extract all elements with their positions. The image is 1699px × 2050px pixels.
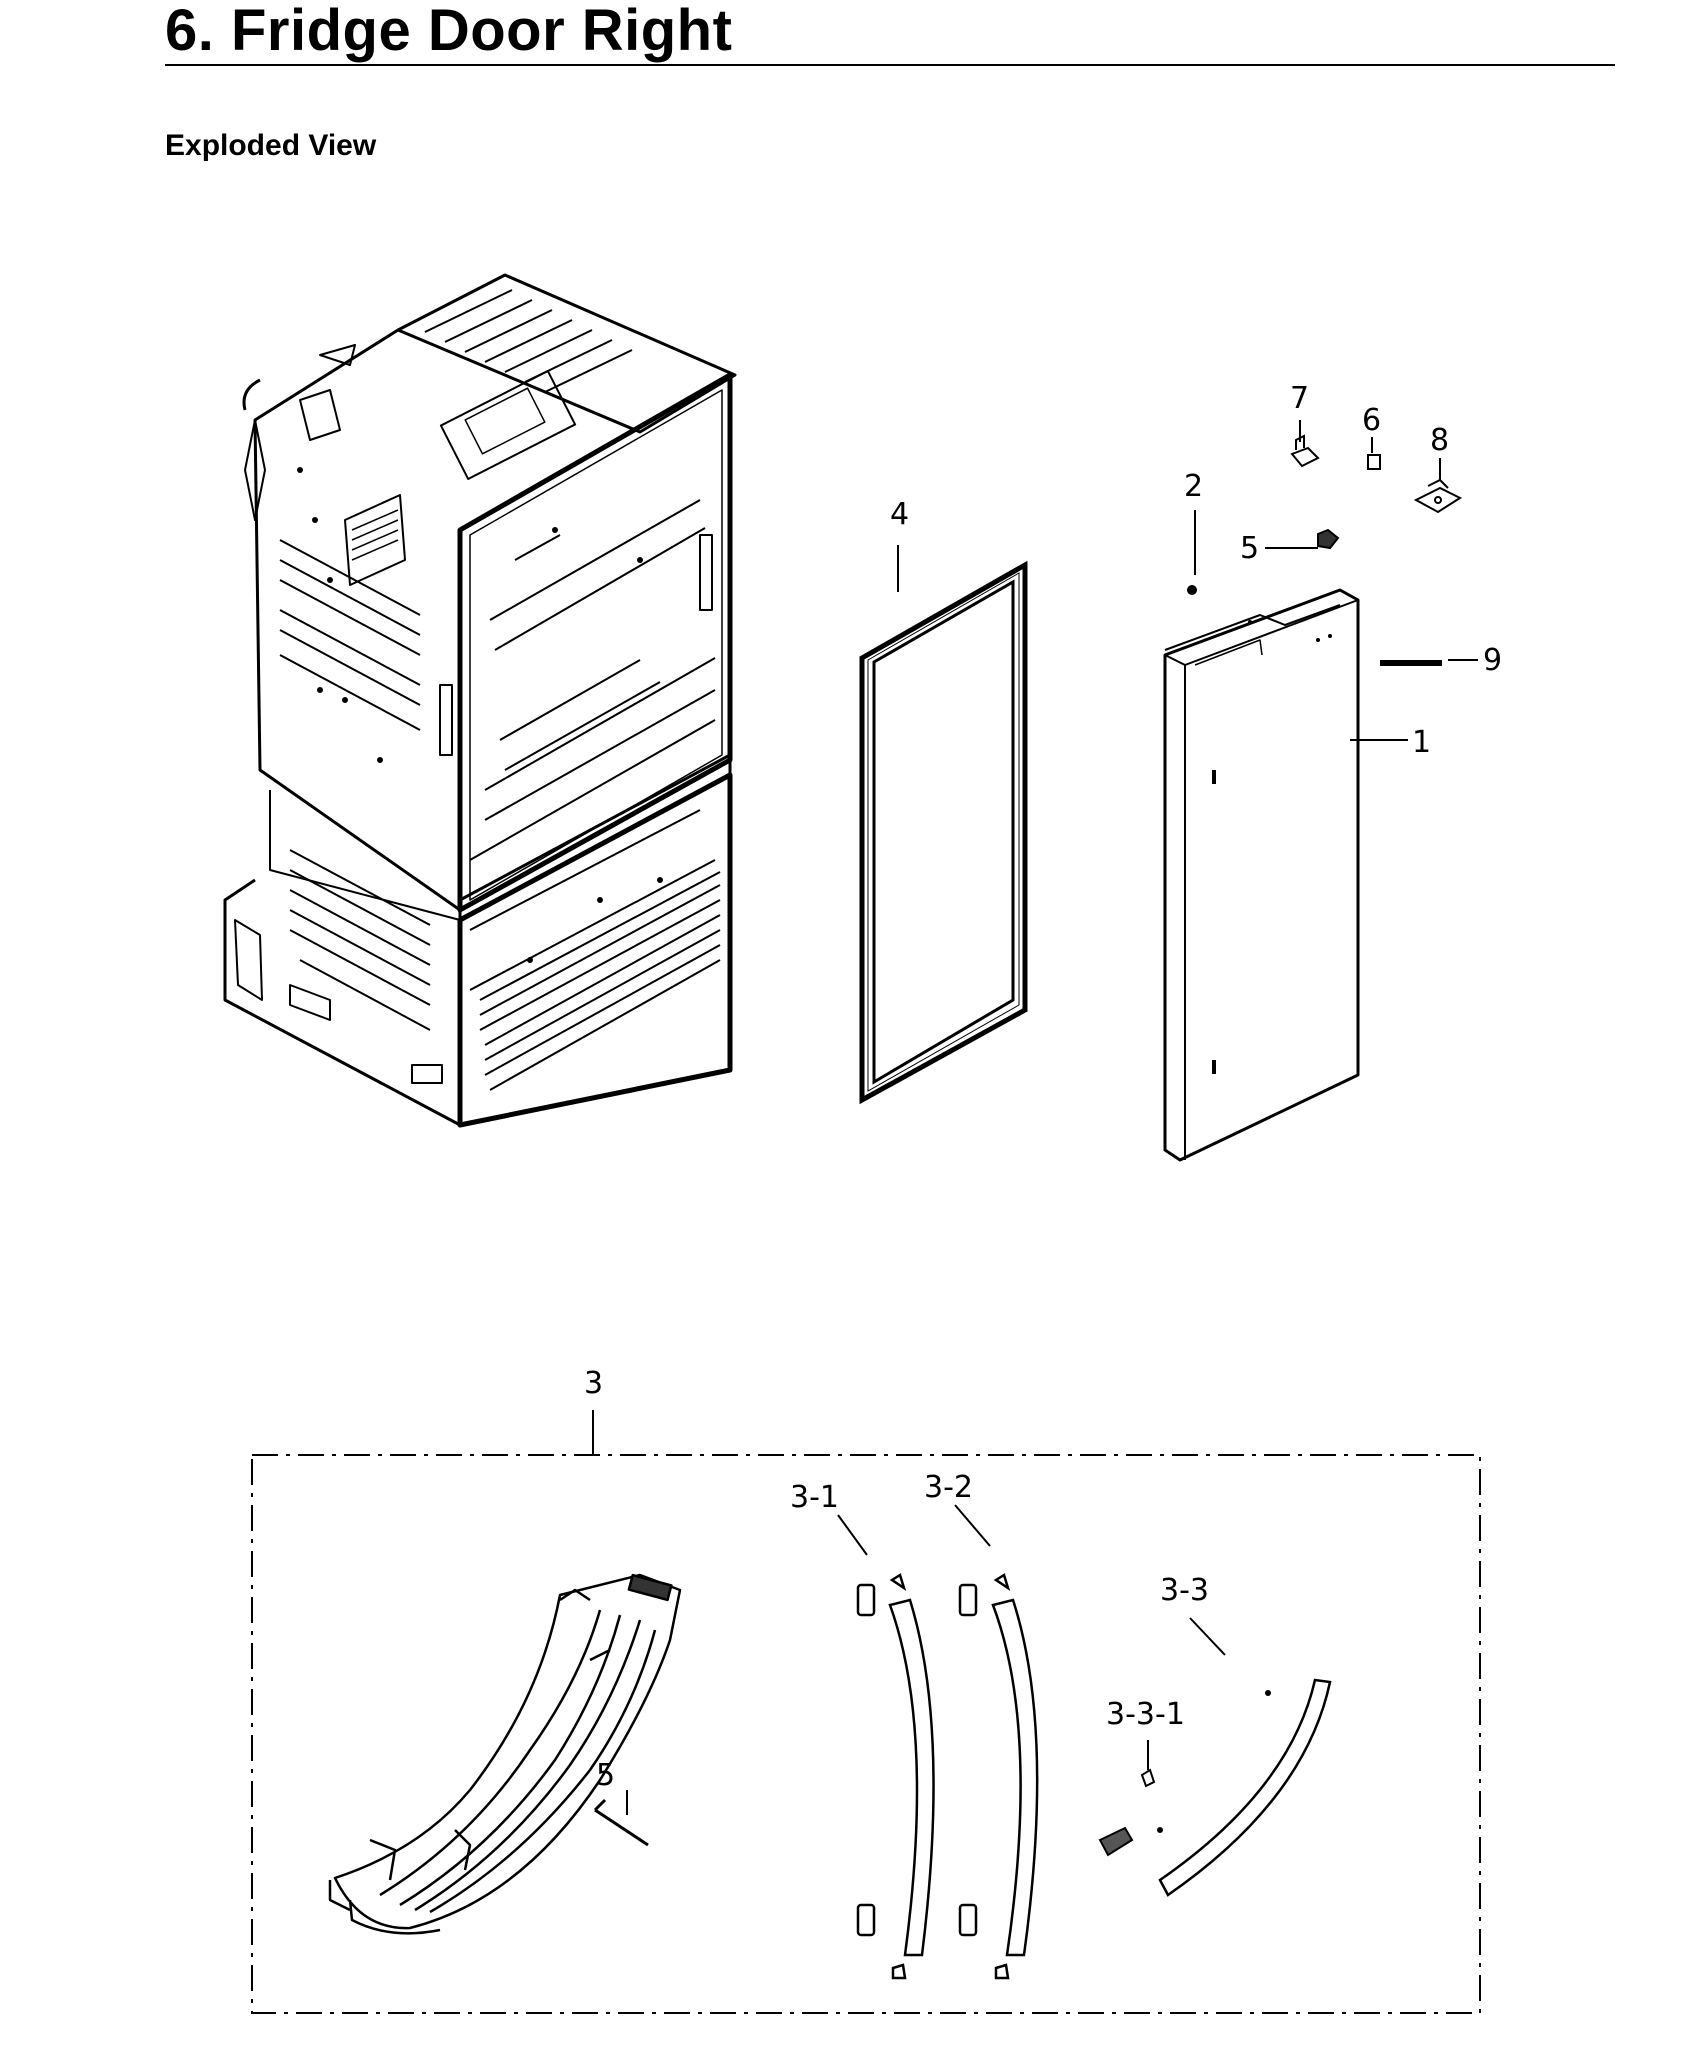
handle-assembly-box <box>251 1454 1481 2014</box>
handle-body-render <box>328 1573 682 1935</box>
hinge-cover <box>1367 454 1381 470</box>
callout-cap: 2 <box>1184 469 1203 504</box>
refrigerator-cabinet <box>223 273 737 1128</box>
handle-trim-left <box>856 1573 935 1980</box>
handle-bar <box>1158 1678 1332 1897</box>
callout-logo-badge: 9 <box>1483 643 1502 678</box>
exploded-view-heading: Exploded View <box>165 129 377 162</box>
callout-handle-body: 3-1 <box>790 1480 839 1515</box>
callout-screw-handle: 5 <box>596 1758 615 1793</box>
handle-trim-right <box>958 1573 1039 1980</box>
hinge-bushing <box>1290 434 1320 468</box>
door-cap <box>1187 585 1197 595</box>
title-underline <box>165 64 1615 66</box>
section-title: 6. Fridge Door Right <box>165 0 733 63</box>
logo-badge <box>1380 660 1442 666</box>
callout-handle-assy: 3 <box>584 1366 603 1401</box>
door-gasket <box>859 560 1028 1105</box>
callout-hinge-cover: 6 <box>1362 403 1381 438</box>
callout-gasket: 4 <box>890 497 909 532</box>
handle-bar-screw <box>1098 1768 1163 1857</box>
callout-handle-bar: 3-3 <box>1160 1573 1209 1608</box>
callout-screw-top: 5 <box>1240 531 1259 566</box>
handle-screw <box>593 1798 649 1847</box>
leader-lines <box>592 420 1478 1815</box>
callout-hinge-bracket: 8 <box>1430 423 1449 458</box>
callout-labels: 1 2 3 3-1 3-2 3-3 3-3-1 4 5 5 6 7 8 9 <box>584 381 1502 1793</box>
callout-door: 1 <box>1412 725 1431 760</box>
callout-handle-trim: 3-2 <box>924 1470 973 1505</box>
hinge-bracket <box>1413 478 1463 514</box>
callout-handle-bar-screw: 3-3-1 <box>1106 1697 1185 1732</box>
fridge-door-assembly <box>1163 588 1360 1162</box>
top-screw <box>1317 528 1340 550</box>
callout-hinge-bushing: 7 <box>1290 381 1309 416</box>
